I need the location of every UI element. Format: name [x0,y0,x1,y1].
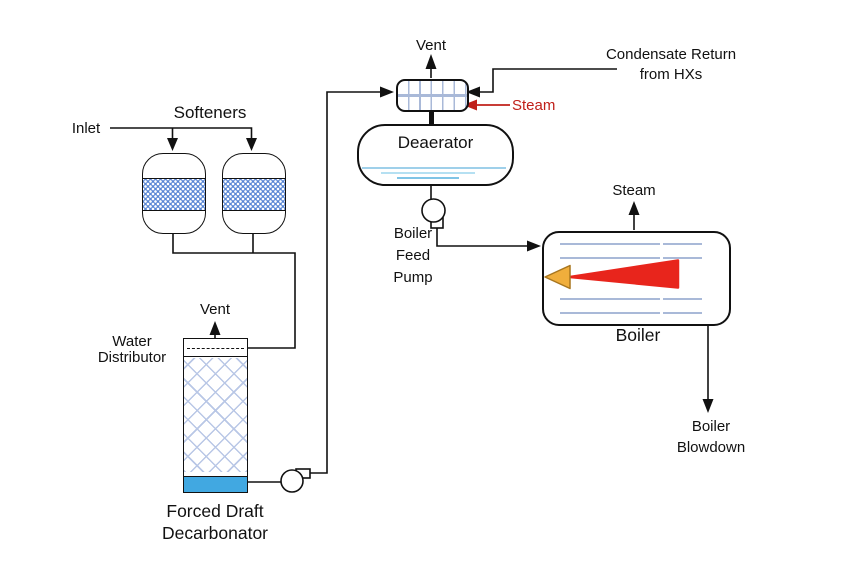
forced-draft-line1: Forced Draft [166,501,264,521]
flame-yellow-tip [544,264,571,290]
steam-to-deaerator-label: Steam [512,97,556,114]
arrow-down-blowdown [702,399,714,413]
water-distributor-label: Water Distributor [85,334,179,366]
forced-draft-line2: Decarbonator [161,523,269,543]
blowdown-line2: Blowdown [676,439,746,456]
boiler-tube-line [560,298,702,300]
flame-red-plume [568,259,680,289]
arrow-condensate-into-condenser [466,86,480,98]
pipe-decarb-pump-to-condenser [310,91,380,474]
boiler-vessel [542,231,731,326]
arrow-feedwater-into-boiler [527,240,541,252]
condensate-return-label: Condensate Return from HXs [594,45,748,85]
decarbonator-vessel [183,338,248,493]
deaerator-water-level-line [362,167,506,169]
pipe-inlet [110,127,253,138]
softener-vessel-2 [222,153,286,234]
bfp-line2: Feed [395,247,431,264]
boiler-steam-label: Steam [612,182,656,199]
deaerator-water-line-3 [397,177,459,179]
deaerator-label: Deaerator [397,133,474,152]
boiler-tube-line [560,257,702,259]
boiler-feed-pump-label: Boiler Feed Pump [383,223,443,289]
boiler-label: Boiler [615,325,661,345]
arrowheads [167,54,714,413]
arrow-into-condenser-left [380,86,394,98]
pump-symbols [280,198,446,493]
softeners-label: Softeners [173,103,247,122]
decarbonator-pump-icon [280,468,311,493]
softener1-resin-bed [142,178,206,211]
boiler-feed-pump-icon [421,198,446,229]
bfp-line1: Boiler [393,225,433,242]
arrow-steam-into-condenser [463,99,477,111]
water-distributor-line1: Water [112,333,152,350]
deaerator-vessel: Deaerator [357,124,514,186]
boiler-blowdown-label: Boiler Blowdown [666,416,756,458]
pipe-bfp-to-boiler [436,227,527,247]
arrow-up-boiler-steam [628,201,640,215]
arrow-up-decarb-vent [209,321,221,335]
softener2-resin-bed [222,178,286,211]
pipes [110,68,709,483]
inlet-label: Inlet [71,120,101,137]
condensate-return-line1: Condensate Return [605,46,737,63]
bfp-line3: Pump [393,269,433,286]
softener-vessel-1 [142,153,206,234]
water-distributor-line2: Distributor [97,349,167,366]
condenser-vent-label: Vent [415,37,447,54]
water-distributor-dashed-line [187,348,244,349]
blowdown-line1: Boiler [691,418,731,435]
burner-flame-icon [544,259,680,290]
decarbonator-water-sump [184,476,247,492]
vent-condenser-exchanger [396,79,469,112]
arrow-down-into-softener2 [246,138,257,151]
arrow-up-condenser-vent [425,54,437,69]
boiler-tube-line [560,312,702,314]
deaerator-water-line-2 [381,172,475,174]
pipe-softener-to-decarbonator [172,231,296,349]
decarbonator-vent-label: Vent [199,301,231,318]
forced-draft-decarbonator-label: Forced Draft Decarbonator [143,500,287,544]
condensate-return-line2: from HXs [639,66,703,83]
decarbonator-packing [184,358,247,472]
arrow-down-into-softener1 [167,138,178,151]
decarbonator-divider-line [184,356,247,357]
pipe-condensate-return [480,68,617,93]
boiler-tube-line [560,243,702,245]
